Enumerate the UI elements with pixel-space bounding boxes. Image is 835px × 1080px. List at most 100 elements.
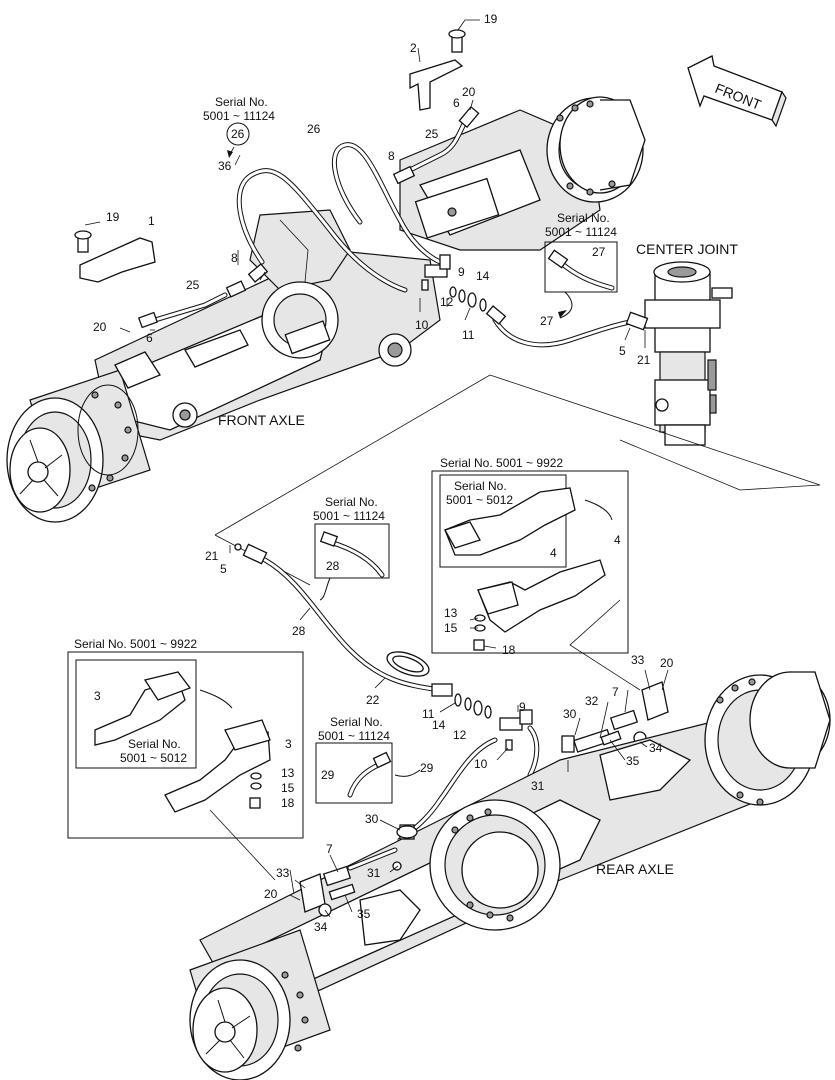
callout-7: 7 [612,685,619,699]
callout-33: 33 [631,653,645,667]
callout-20: 20 [264,887,278,901]
bracket-2 [409,29,466,111]
part-callouts: 19 2 20 6 25 26 8 36 19 1 8 25 20 6 9 14… [93,12,674,934]
callout-9: 9 [458,265,465,279]
hose-36 [236,168,408,293]
callout-3: 3 [285,737,292,751]
inset-hose-28 [314,523,390,601]
serial-notes: Serial No. 5001 ~ 11124 26 Serial No. 50… [74,95,617,765]
callout-18: 18 [281,796,295,810]
callout-8: 8 [231,251,238,265]
hose-26 [331,142,443,265]
bracket-3-box [67,651,304,839]
callout-4: 4 [614,533,621,547]
front-axle-label: FRONT AXLE [218,412,305,428]
callout-5: 5 [619,344,626,358]
callout-27-inset: 27 [592,245,606,259]
center-joint-label: CENTER JOINT [636,241,738,257]
serial-note-27-line1: Serial No. [557,211,610,225]
rear-axle-assembly [189,671,831,1080]
callout-20: 20 [462,85,476,99]
callout-19: 19 [106,210,120,224]
callout-25: 25 [425,127,439,141]
serial-note-line2: 5001 ~ 11124 [203,109,275,123]
rear-lower-fittings [299,824,418,917]
serial-note-27-line2: 5001 ~ 11124 [545,225,617,239]
callout-34: 34 [314,920,328,934]
leader-lines-lower [229,545,669,918]
callout-28: 28 [292,624,306,638]
callout-6: 6 [146,331,153,345]
callout-3-inset: 3 [94,689,101,703]
callout-35: 35 [626,754,640,768]
hose-27 [485,305,649,348]
circled-callout [226,122,250,146]
center-joint-assembly [644,261,733,446]
tee-fitting-9-top [421,254,451,291]
rear-axle-label: REAR AXLE [596,861,674,877]
serial-note-4-inner-line2: 5001 ~ 5012 [446,493,513,507]
front-direction-arrow: FRONT [687,55,787,128]
callout-8: 8 [388,149,395,163]
rear-upper-fittings [527,681,669,778]
circled-callout-arrowhead [227,150,233,158]
callout-27: 27 [540,314,554,328]
callout-29-inset: 29 [321,768,335,782]
serial-note-3-outer: Serial No. 5001 ~ 9922 [74,637,197,651]
callout-31: 31 [367,866,381,880]
callout-33: 33 [276,866,290,880]
callout-11: 11 [422,707,435,721]
callout-22: 22 [366,693,380,707]
serial-note-3-inner-line2: 5001 ~ 5012 [120,751,187,765]
circled-callout-number: 26 [231,127,245,141]
clamp-22 [386,651,430,677]
callout-36: 36 [218,159,232,173]
callout-15: 15 [281,781,295,795]
callout-14: 14 [432,718,446,732]
callout-28-inset: 28 [326,559,340,573]
section-labels: FRONT AXLE CENTER JOINT REAR AXLE [218,241,738,877]
washers-top [449,286,487,312]
callout-1: 1 [148,214,155,228]
front-axle-assembly [6,209,441,523]
callout-32: 32 [585,694,599,708]
callout-13: 13 [444,606,458,620]
callout-21: 21 [205,549,219,563]
callout-25: 25 [186,278,200,292]
callout-31: 31 [531,779,545,793]
callout-13: 13 [281,766,295,780]
serial-note-29-line1: Serial No. [330,715,383,729]
callout-30: 30 [365,812,379,826]
callout-26: 26 [307,122,321,136]
callout-2: 2 [410,41,417,55]
washers-middle [454,693,492,719]
hose-25-upper [392,105,480,185]
serial-note-28-line1: Serial No. [325,495,378,509]
bracket-1 [74,230,156,283]
callout-10: 10 [415,318,429,332]
leader-lines-top [84,19,646,348]
callout-12: 12 [453,728,467,742]
serial-note-line1: Serial No. [215,95,268,109]
hose-29 [397,737,498,843]
callout-4-inset: 4 [550,546,557,560]
callout-11: 11 [462,328,475,342]
callout-12: 12 [440,295,454,309]
callout-7: 7 [326,842,333,856]
inset-hose-29 [315,742,421,804]
callout-15: 15 [444,621,458,635]
serial-note-28-line2: 5001 ~ 11124 [313,509,385,523]
serial-note-29-line2: 5001 ~ 11124 [318,729,390,743]
callout-20: 20 [660,656,674,670]
inset-hose-27 [544,241,618,319]
callout-5: 5 [220,562,227,576]
hose-25-lower [137,263,269,329]
callout-19: 19 [484,12,498,26]
hose-28 [234,543,453,697]
callout-6: 6 [453,96,460,110]
callout-34: 34 [649,741,663,755]
section-link-lines [209,374,821,901]
bracket-4-box [431,470,629,654]
